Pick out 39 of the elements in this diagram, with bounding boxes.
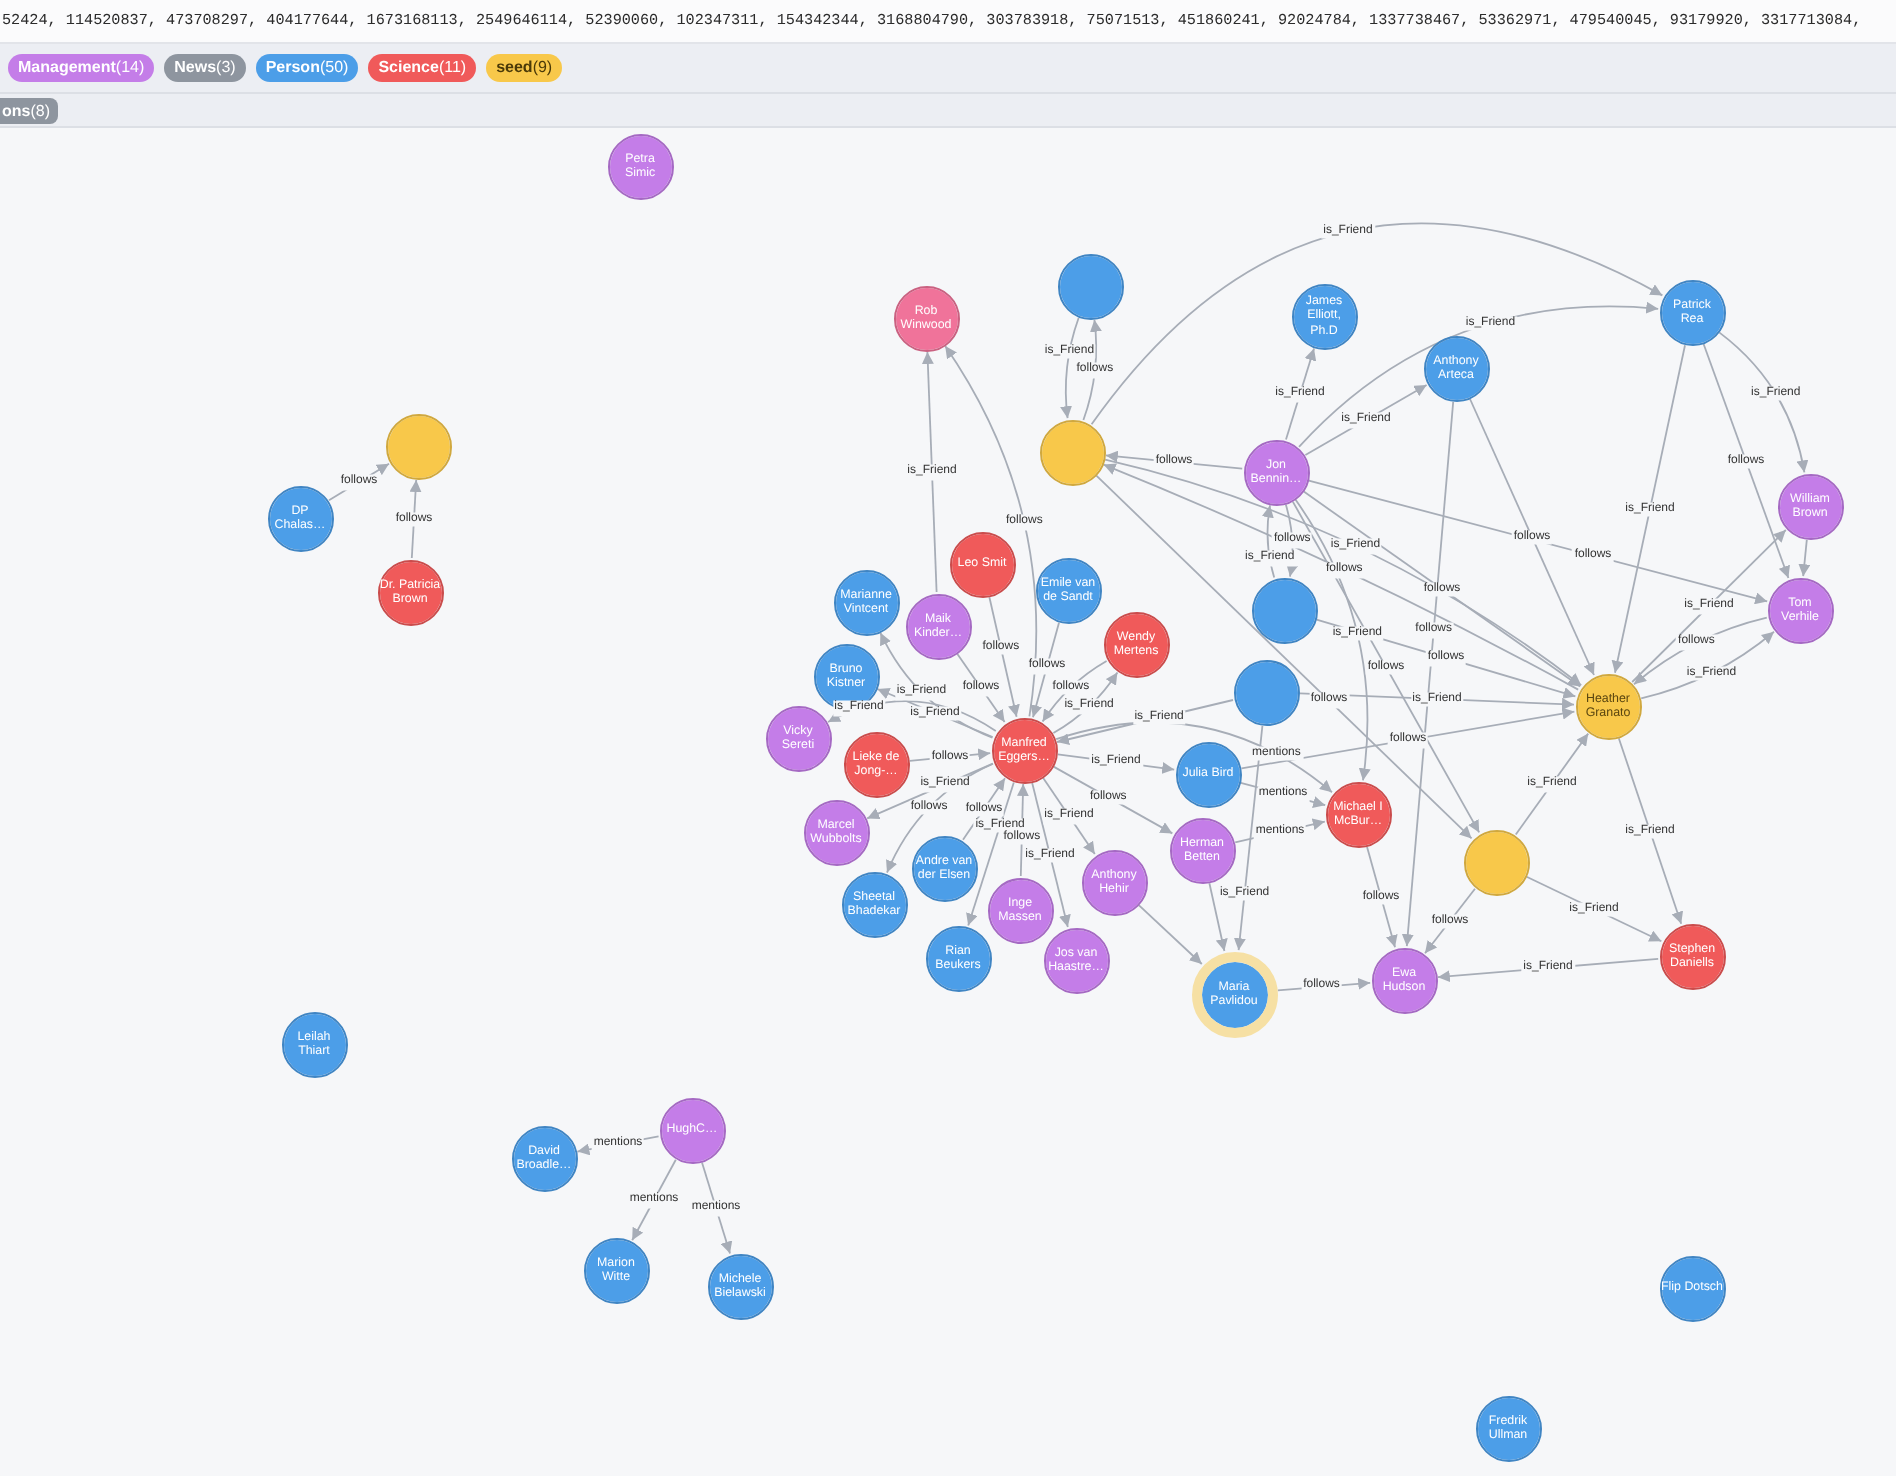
- relationship-arrow: [966, 781, 1015, 927]
- relationship-arrow: [1031, 782, 1071, 928]
- relationship-type-tag: ons(8): [0, 97, 59, 123]
- relationship-arrow: [1302, 490, 1582, 688]
- relationship-arrow: [1240, 707, 1576, 770]
- relationship-arrow: [1041, 660, 1108, 723]
- relationship-arrow: [956, 653, 1006, 723]
- relationship-arrow: [1090, 223, 1664, 426]
- relationship-arrow: [1633, 616, 1768, 686]
- label-tag: Person(50): [255, 54, 359, 82]
- relationship-arrow: [1233, 724, 1264, 952]
- relationship-arrow: [1424, 887, 1476, 955]
- relationship-arrow: [1082, 318, 1102, 421]
- relationship-arrow: [1798, 538, 1811, 578]
- relationship-arrow: [1016, 783, 1029, 877]
- relationship-arrow: [1401, 400, 1455, 948]
- relationship-arrow: [988, 596, 1020, 718]
- relationship-arrow: [1307, 479, 1769, 605]
- relationship-arrow: [1030, 621, 1060, 719]
- relationship-arrow: [944, 345, 1038, 718]
- relationship-arrow: [1702, 343, 1790, 579]
- relationship-arrow: [1208, 882, 1228, 952]
- label-tag: Science(11): [368, 54, 477, 82]
- relationship-arrow: [1718, 331, 1808, 474]
- relationship-arrow: [409, 479, 422, 559]
- label-tag: Management(14): [8, 54, 155, 82]
- label-tag: News(3): [164, 54, 246, 82]
- relationship-arrow: [1611, 344, 1686, 674]
- relationship-arrow: [1631, 529, 1787, 683]
- relationship-arrow: [1095, 474, 1473, 840]
- relationship-arrow: [1617, 737, 1684, 925]
- relationship-arrow: [1137, 904, 1203, 965]
- relationship-arrow: [1291, 500, 1481, 834]
- relationship-arrow: [1366, 845, 1398, 949]
- label-tag: seed(9): [486, 54, 563, 82]
- relationship-arrow: [921, 351, 938, 593]
- relationship-arrow: [1469, 398, 1595, 676]
- relationship-arrow: [1294, 498, 1371, 782]
- relationship-arrow: [1052, 765, 1174, 835]
